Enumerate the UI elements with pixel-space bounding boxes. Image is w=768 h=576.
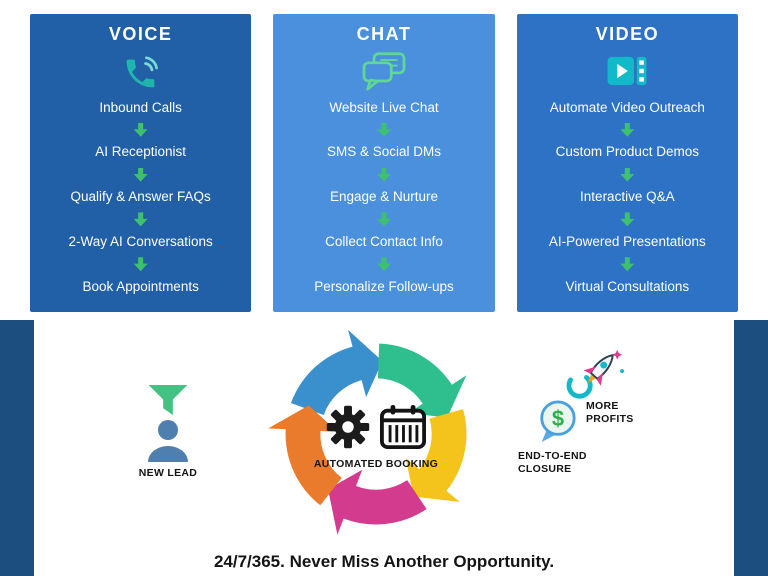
voice-title: VOICE [108, 24, 173, 44]
flow-step: Custom Product Demos [555, 144, 699, 160]
new-lead-figure: NEW LEAD [130, 384, 206, 480]
down-arrow-icon [133, 167, 148, 182]
flow-step: Book Appointments [82, 278, 199, 294]
video-icon [604, 50, 650, 92]
flow-step: Collect Contact Info [325, 234, 443, 250]
flow-step: Inbound Calls [99, 99, 182, 115]
down-arrow-icon [133, 122, 148, 137]
automation-diagram: NEW LEAD [0, 320, 768, 576]
down-arrow-icon [620, 212, 635, 227]
automated-booking-icons [325, 404, 427, 450]
down-arrow-icon [133, 212, 148, 227]
flow-step: AI Receptionist [95, 144, 187, 160]
cycle-arrow-blue [290, 329, 383, 415]
automated-booking-label: AUTOMATED BOOKING [313, 458, 439, 470]
video-title: VIDEO [595, 24, 660, 44]
rocket-icon [566, 349, 624, 399]
flow-step: SMS & Social DMs [326, 144, 441, 160]
new-lead-label: NEW LEAD [138, 467, 198, 479]
end-to-end-closure-label: END-TO-END CLOSURE [518, 450, 587, 476]
down-arrow-icon [620, 257, 635, 272]
down-arrow-icon [376, 212, 391, 227]
flow-step: AI-Powered Presentations [548, 234, 706, 250]
calendar-icon [380, 404, 426, 450]
flow-step: Virtual Consultations [565, 278, 690, 294]
flow-step: Qualify & Answer FAQs [70, 189, 211, 205]
flow-step: Website Live Chat [329, 99, 439, 115]
flow-step: 2-Way AI Conversations [68, 234, 213, 250]
funnel-icon [148, 384, 188, 416]
down-arrow-icon [620, 167, 635, 182]
person-icon [148, 420, 188, 462]
flow-step: Personalize Follow-ups [314, 278, 454, 294]
down-arrow-icon [376, 167, 391, 182]
tagline: 24/7/365. Never Miss Another Opportunity… [213, 552, 555, 571]
down-arrow-icon [376, 122, 391, 137]
svg-text:$: $ [552, 406, 564, 431]
down-arrow-icon [133, 257, 148, 272]
flow-step: Engage & Nurture [329, 189, 439, 205]
more-profits-label: MORE PROFITS [586, 400, 634, 426]
flow-step: Interactive Q&A [580, 189, 675, 205]
phone-icon [121, 50, 161, 92]
down-arrow-icon [376, 257, 391, 272]
diagram-panel: NEW LEAD [34, 320, 734, 576]
gear-icon [326, 405, 370, 449]
dollar-chat-icon: $ [540, 400, 576, 442]
down-arrow-icon [620, 122, 635, 137]
chat-icon [360, 50, 408, 92]
chat-title: CHAT [356, 24, 412, 44]
flow-step: Automate Video Outreach [549, 99, 705, 115]
